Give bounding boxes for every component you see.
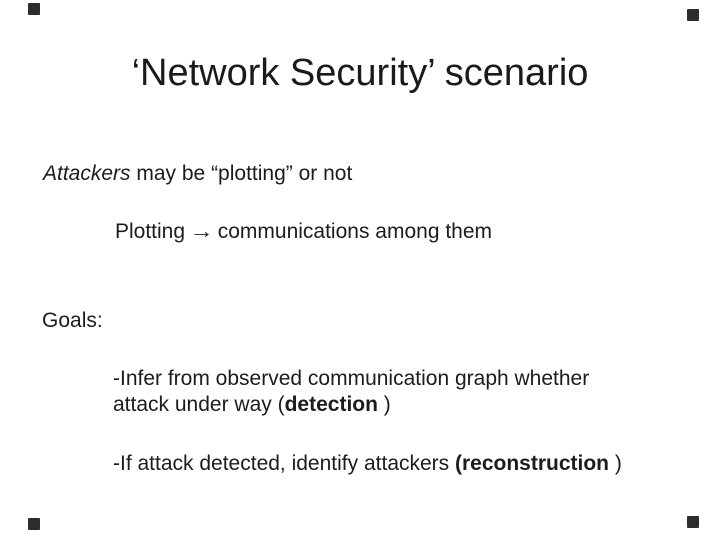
goal-detection-line2-post: ) (377, 393, 391, 416)
goal-reconstruction-pre: -If attack detected, identify attackers (113, 452, 455, 475)
corner-mark-top-left (28, 3, 40, 15)
goal-detection-line1: -Infer from observed communication graph… (113, 367, 590, 390)
goal-detection-paragraph: -Infer from observed communication graph… (113, 366, 673, 418)
slide-title: ‘Network Security’ scenario (131, 52, 589, 94)
goal-reconstruction-post: ) (609, 452, 622, 475)
attackers-word-italic: Attackers (43, 162, 131, 185)
corner-mark-bottom-left (28, 518, 40, 530)
plotting-lead: Plotting (115, 220, 191, 243)
detection-bold-word: detection (284, 393, 378, 416)
reconstruction-bold-word: (reconstruction (455, 452, 610, 475)
goal-detection-line2-pre: attack under way ( (113, 393, 285, 416)
right-arrow-icon: → (189, 220, 214, 243)
plotting-line: Plotting → communications among them (115, 219, 492, 245)
corner-mark-top-right (687, 9, 699, 21)
plotting-rest: communications among them (211, 220, 493, 243)
attackers-line-rest: may be “plotting” or not (130, 162, 353, 185)
goal-reconstruction-line: -If attack detected, identify attackers … (113, 451, 622, 477)
goals-label: Goals: (42, 309, 103, 332)
attackers-line: Attackers may be “plotting” or not (43, 161, 352, 187)
corner-mark-bottom-right (687, 516, 699, 528)
